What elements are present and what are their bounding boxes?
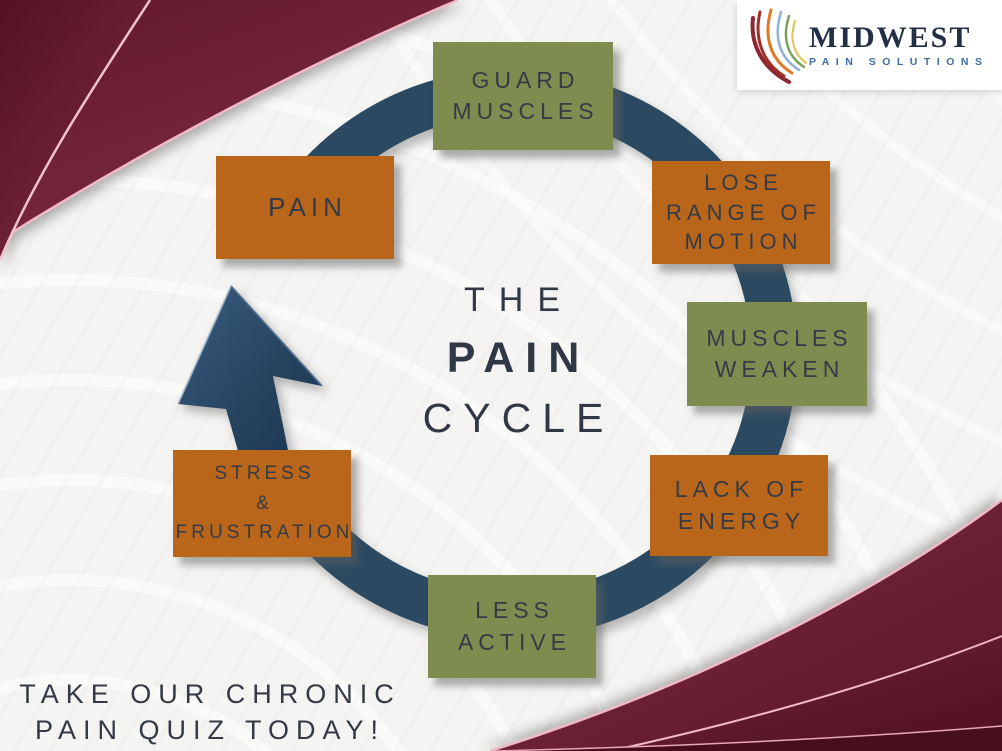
- cycle-step-label: MUSCLES WEAKEN: [706, 324, 853, 382]
- cycle-step-lack-of-energy: LACK OF ENERGY: [650, 455, 828, 556]
- cycle-step-lose-range-of-motion: LOSE RANGE OF MOTION: [652, 161, 830, 264]
- cycle-step-less-active: LESS ACTIVE: [428, 575, 596, 678]
- cycle-step-stress-frustration: STRESS & FRUSTRATION: [173, 450, 351, 557]
- cta-text: TAKE OUR CHRONIC PAIN QUIZ TODAY!: [8, 676, 412, 749]
- cycle-step-label: STRESS & FRUSTRATION: [175, 463, 354, 544]
- title-line-the: THE: [464, 281, 574, 319]
- title-line-pain: PAIN: [446, 334, 591, 382]
- cycle-step-muscles-weaken: MUSCLES WEAKEN: [687, 302, 867, 406]
- logo-tagline: PAIN SOLUTIONS: [809, 55, 989, 68]
- cycle-step-label: LOSE RANGE OF MOTION: [666, 169, 821, 255]
- page-title: THE PAIN CYCLE: [386, 281, 646, 442]
- title-line-cycle: CYCLE: [422, 395, 615, 441]
- cycle-step-pain: PAIN: [216, 156, 394, 259]
- cta-line-2: PAIN QUIZ TODAY!: [34, 715, 386, 746]
- logo-text: MIDWEST PAIN SOLUTIONS: [809, 20, 989, 68]
- cta-line-1: TAKE OUR CHRONIC: [19, 679, 401, 709]
- logo-brand-name: MIDWEST: [809, 20, 972, 54]
- cycle-step-label: PAIN: [268, 191, 347, 222]
- cycle-step-label: GUARD MUSCLES: [452, 66, 599, 124]
- cycle-step-guard-muscles: GUARD MUSCLES: [433, 42, 613, 150]
- brand-logo: MIDWEST PAIN SOLUTIONS: [737, 0, 1002, 90]
- cycle-step-label: LACK OF ENERGY: [674, 476, 809, 534]
- cycle-direction-arrow-icon: [177, 285, 323, 468]
- cycle-step-label: LESS ACTIVE: [457, 597, 572, 655]
- logo-swoosh-icon: [750, 8, 807, 84]
